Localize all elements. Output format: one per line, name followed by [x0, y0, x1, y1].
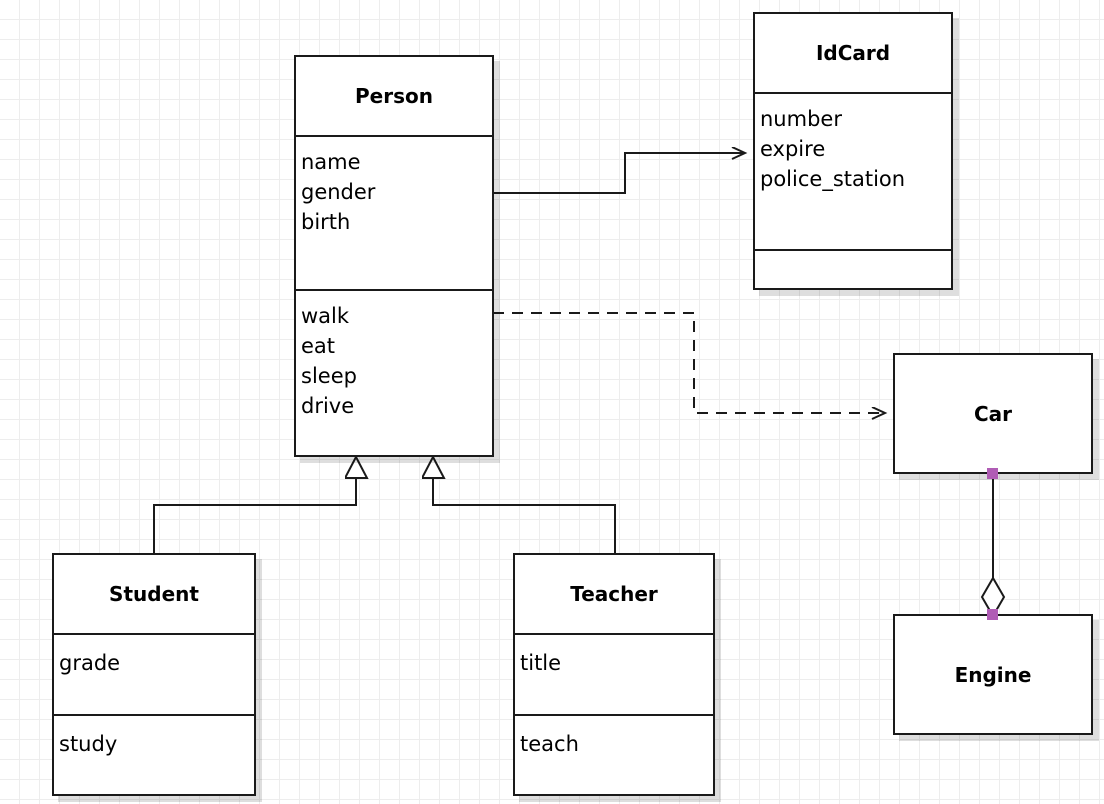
edge-handle-car-end[interactable]	[987, 468, 998, 479]
edge-student-person[interactable]	[153, 478, 356, 553]
class-idcard[interactable]: IdCard number expire police_station	[753, 12, 953, 290]
edge-handle-engine-end[interactable]	[987, 609, 998, 620]
class-idcard-attributes: number expire police_station	[755, 92, 951, 249]
method-item: eat	[301, 334, 336, 358]
attribute-item: birth	[301, 210, 351, 234]
edge-person-car[interactable]	[493, 312, 885, 413]
class-student-title: Student	[109, 582, 199, 606]
attribute-item: gender	[301, 180, 376, 204]
class-engine[interactable]: Engine	[893, 614, 1093, 735]
attribute-item: police_station	[760, 167, 906, 191]
class-car-title: Car	[973, 401, 1013, 426]
class-person-attributes: name gender birth	[296, 135, 492, 289]
class-student[interactable]: Student grade study	[52, 553, 256, 796]
class-teacher-title: Teacher	[570, 582, 658, 606]
attribute-item: title	[520, 651, 562, 675]
method-item: teach	[520, 732, 579, 756]
attribute-item: expire	[760, 137, 826, 161]
edge-car-engine[interactable]	[980, 474, 1006, 618]
class-person[interactable]: Person name gender birth walk eat sleep …	[294, 55, 494, 457]
class-car[interactable]: Car	[893, 353, 1093, 474]
class-teacher-methods: teach	[515, 714, 713, 798]
class-person-methods: walk eat sleep drive	[296, 289, 492, 455]
class-student-methods: study	[54, 714, 254, 798]
class-idcard-methods	[755, 249, 951, 288]
method-item: sleep	[301, 364, 357, 388]
class-teacher-attributes: title	[515, 633, 713, 714]
class-engine-title: Engine	[954, 662, 1032, 687]
attribute-item: name	[301, 150, 361, 174]
class-student-attributes: grade	[54, 633, 254, 714]
class-person-title: Person	[355, 84, 433, 108]
class-teacher[interactable]: Teacher title teach	[513, 553, 715, 796]
edge-person-idcard[interactable]	[493, 153, 745, 194]
method-item: walk	[301, 304, 350, 328]
attribute-item: grade	[59, 651, 121, 675]
attribute-item: number	[760, 107, 842, 131]
edge-teacher-person[interactable]	[433, 478, 616, 553]
method-item: drive	[301, 394, 355, 418]
class-idcard-title: IdCard	[815, 41, 891, 65]
method-item: study	[59, 732, 118, 756]
